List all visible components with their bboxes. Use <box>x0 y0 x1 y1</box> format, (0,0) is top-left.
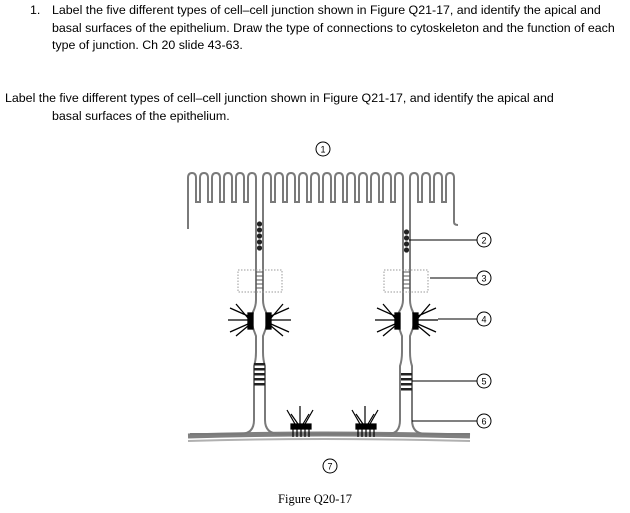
adherens-junctions <box>237 269 429 293</box>
basal-lamina <box>187 431 471 442</box>
svg-text:4: 4 <box>481 315 486 325</box>
svg-text:1: 1 <box>320 145 325 155</box>
question-1-number: 1. <box>30 3 41 17</box>
figure-label-2: 2 <box>476 232 492 248</box>
figure-label-3: 3 <box>476 270 492 286</box>
question-1-text: Label the five different types of cell–c… <box>52 3 615 52</box>
figure-label-1: 1 <box>315 141 331 157</box>
figure-caption: Figure Q20-17 <box>278 492 352 506</box>
figure-label-4: 4 <box>476 311 492 327</box>
lateral-membranes <box>190 202 470 435</box>
gap-junctions <box>254 363 412 391</box>
question-2-line-2: basal surfaces of the epithelium. <box>52 108 230 123</box>
microvilli-cell-2 <box>262 171 404 203</box>
question-1: 1. Label the five different types of cel… <box>30 2 626 55</box>
microvilli-cell-1 <box>187 171 257 229</box>
tight-junctions <box>256 221 410 253</box>
figure-label-6: 6 <box>476 413 492 429</box>
question-2-line-1: Label the five different types of cell–c… <box>5 91 554 105</box>
svg-text:7: 7 <box>327 462 332 472</box>
svg-text:5: 5 <box>481 377 486 387</box>
figure-label-5: 5 <box>476 373 492 389</box>
svg-text:2: 2 <box>481 236 486 246</box>
hemidesmosomes <box>286 406 379 437</box>
question-2: Label the five different types of cell–c… <box>5 90 621 125</box>
svg-text:3: 3 <box>481 274 486 284</box>
figure-label-7: 7 <box>322 458 338 474</box>
microvilli-cell-3 <box>409 171 459 226</box>
svg-text:6: 6 <box>481 417 486 427</box>
desmosomes <box>228 303 438 337</box>
leader-lines <box>409 239 477 422</box>
